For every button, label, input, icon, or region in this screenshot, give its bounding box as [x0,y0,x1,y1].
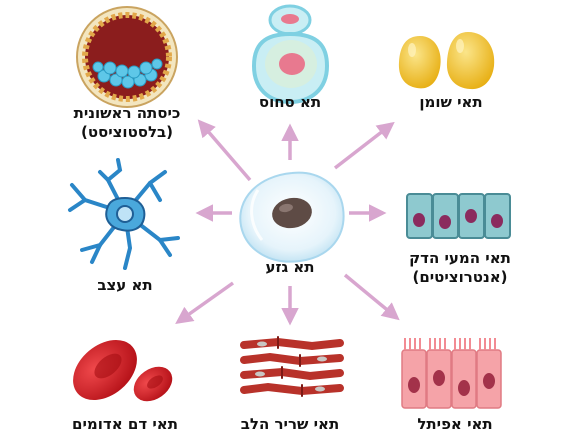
label-intestine-line2: (אנטרוציטים) [412,268,508,286]
red-blood-cells-image [73,339,173,402]
intestine-cells-image [406,193,511,239]
label-heart: תאי שריר הלב [225,415,355,434]
label-fat-text: תאי שומן [419,93,483,111]
stem-cell-image [239,171,345,263]
label-cartilage-text: תא סחוס [258,93,322,111]
arrow-to-blood [175,281,235,325]
label-intestine-line1: תאי המעי הדק [409,249,511,267]
label-nerve-text: תא עצב [97,276,153,294]
label-stem-cell-text: תא גזע [265,258,315,276]
cartilage-cell-image [251,4,330,105]
label-epithelial: תאי אפיתל [400,415,510,434]
label-heart-text: תאי שריר הלב [240,415,340,433]
fat-cells-image [398,32,495,90]
label-nerve: תא עצב [80,276,170,295]
arrows [175,119,400,326]
label-fat: תאי שומן [396,93,506,112]
label-blood: תאי דם אדומים [55,415,195,434]
label-blood-text: תאי דם אדומים [72,415,178,433]
label-blastocyst-line1: כיסתה ראשונית [73,104,181,122]
label-blastocyst: כיסתה ראשונית (בלסטוציסט) [62,104,192,142]
blastocyst-image [76,6,178,108]
label-stem-cell: תא גזע [245,258,335,277]
label-cartilage: תא סחוס [240,93,340,112]
label-blastocyst-line2: (בלסטוציסט) [80,123,174,141]
arrow-to-fat [333,121,395,170]
epithelial-cells-image [401,338,502,409]
arrow-to-epithelial [343,273,400,321]
label-epithelial-text: תאי אפיתל [417,415,493,433]
nerve-cell-image [68,158,180,270]
label-intestine: תאי המעי הדק (אנטרוציטים) [385,249,535,287]
heart-muscle-cells-image [240,336,344,397]
arrow-to-blastocyst [197,119,252,182]
